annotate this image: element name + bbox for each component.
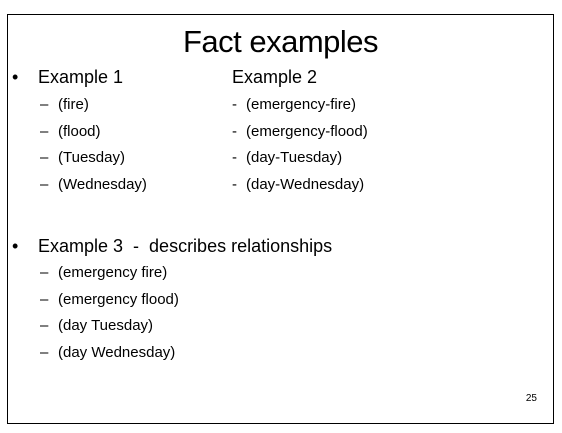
dash-icon: – xyxy=(40,149,49,166)
dash-icon: - xyxy=(232,149,237,166)
list-item-text: (Wednesday) xyxy=(58,175,147,193)
list-item-text: (day-Tuesday) xyxy=(246,149,343,166)
dash-icon: - xyxy=(232,122,237,140)
list-item-text: (fire) xyxy=(58,96,89,113)
example-2-heading: Example 2 xyxy=(232,67,318,87)
list-item-text: (emergency-fire) xyxy=(246,96,357,113)
list-item-text: (emergency fire) xyxy=(58,264,168,281)
dash-icon: – xyxy=(40,175,49,193)
dash-icon: - xyxy=(232,175,237,193)
list-item-text: (emergency-flood) xyxy=(246,122,368,140)
dash-icon: – xyxy=(40,317,49,334)
list-item-text: (Tuesday) xyxy=(58,149,125,166)
bullet-icon: • xyxy=(12,67,19,87)
slide-title: Fact examples xyxy=(182,24,379,59)
dash-icon: – xyxy=(40,122,49,140)
page-number: 25 xyxy=(525,393,537,404)
dash-icon: – xyxy=(40,290,49,308)
slide: Fact examples • Example 1 – (fire) – (fl… xyxy=(7,14,554,424)
dash-icon: – xyxy=(40,264,49,281)
dash-icon: – xyxy=(40,96,49,113)
list-item-text: (day Tuesday) xyxy=(58,317,154,334)
list-item-text: (day-Wednesday) xyxy=(246,175,365,193)
list-item-text: (day Wednesday) xyxy=(58,343,176,361)
dash-icon: – xyxy=(40,343,49,361)
dash-icon: - xyxy=(232,96,237,113)
example-1-heading: Example 1 xyxy=(38,67,124,87)
list-item-text: (flood) xyxy=(58,122,101,140)
example-3-heading: Example 3 - describes relationships xyxy=(38,236,333,256)
bullet-icon: • xyxy=(12,236,19,256)
list-item-text: (emergency flood) xyxy=(58,290,179,308)
